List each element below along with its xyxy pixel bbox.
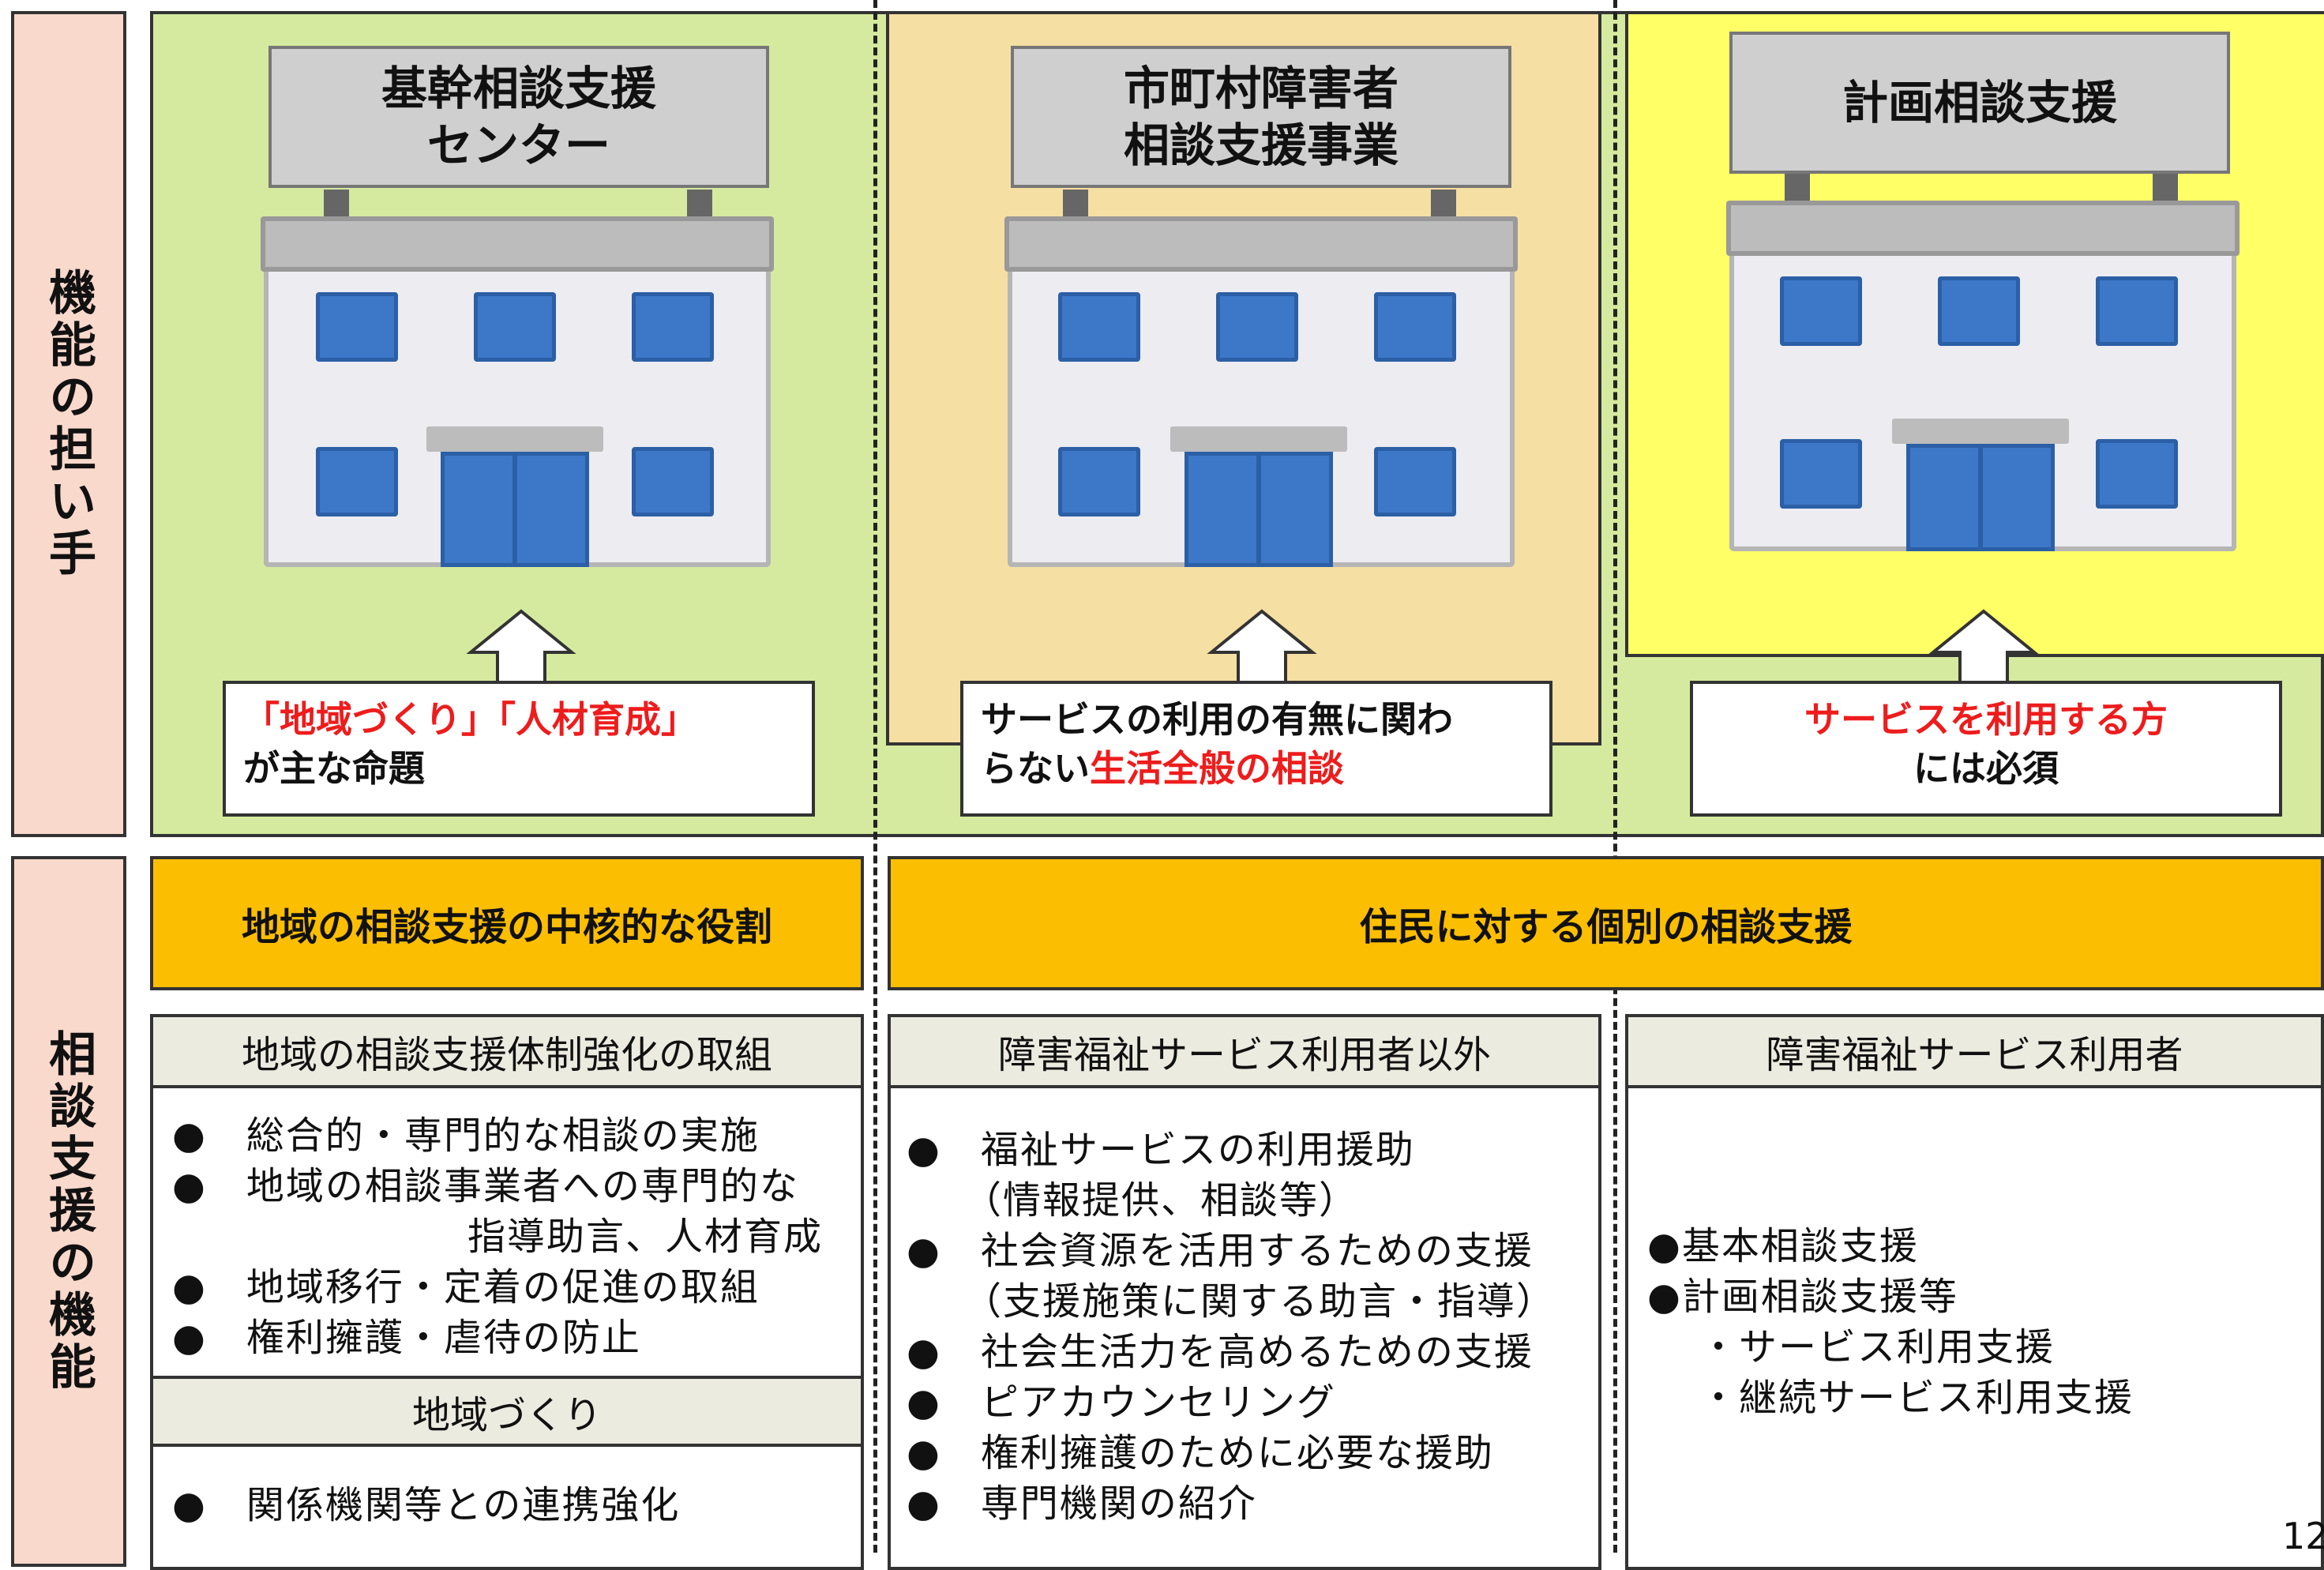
dashed-separator-right [1613, 0, 1617, 1553]
window [2096, 276, 2178, 346]
caption-shichoson-line2-red: 生活全般の相談 [1090, 747, 1344, 791]
list-item: ● 専門機関の紹介 [907, 1482, 1257, 1526]
up-arrow-icon [1207, 608, 1317, 684]
side-label-top-text: 機能の担い手 [40, 268, 96, 580]
list-item: ● 地域の相談事業者への専門的な [172, 1164, 799, 1208]
list-item: ● 福祉サービスの利用援助 [907, 1128, 1415, 1172]
door-split [512, 452, 517, 567]
list-item: ● 地域移行・定着の促進の取組 [172, 1265, 760, 1309]
left-panel-header-text: 地域の相談支援体制強化の取組 [241, 1033, 772, 1077]
list-item: ● 社会資源を活用するための支援 [907, 1229, 1534, 1273]
dashed-separator-left [873, 0, 877, 1553]
window [1780, 439, 1862, 509]
sign-keikaku-line1: 計画相談支援 [1842, 75, 2117, 130]
caption-keikaku-line2: には必須 [1913, 747, 2059, 791]
window [632, 447, 714, 516]
window [632, 292, 714, 362]
window [1058, 292, 1140, 362]
caption-shichoson-line1: サービスの利用の有無に関わ [981, 698, 1453, 741]
caption-kikan-line2: が主な命題 [243, 747, 425, 791]
banner-right: 住民に対する個別の相談支援 [888, 856, 2324, 990]
right-panel-list: ●基本相談支援 ●計画相談支援等 ・サービス利用支援 ・継続サービス利用支援 [1625, 1085, 2324, 1570]
middle-panel-list: ● 福祉サービスの利用援助 （情報提供、相談等） ● 社会資源を活用するための支… [888, 1085, 1601, 1570]
window [474, 292, 556, 362]
sign-post-left [1785, 174, 1810, 201]
banner-right-text: 住民に対する個別の相談支援 [1359, 905, 1853, 949]
caption-shichoson-line2-black: らない [981, 747, 1090, 791]
list-item: ・継続サービス利用支援 [1699, 1376, 2134, 1420]
roof [261, 216, 774, 272]
caption-shichoson: サービスの利用の有無に関わ らない生活全般の相談 [960, 681, 1552, 817]
list-item: ● ピアカウンセリング [907, 1380, 1336, 1425]
list-item: ●計画相談支援等 [1647, 1275, 1958, 1319]
window [1374, 447, 1456, 516]
left-panel-subheader-text: 地域づくり [411, 1393, 602, 1437]
window [2096, 439, 2178, 509]
sign-shichoson-line1: 市町村障害者 [1123, 61, 1399, 115]
left-panel-list: ● 総合的・専門的な相談の実施 ● 地域の相談事業者への専門的な 指導助言、人材… [150, 1085, 864, 1379]
sign-post-right [687, 190, 712, 216]
side-label-bottom: 相談支援の機能 [11, 856, 126, 1567]
caption-shichoson-line2: らない生活全般の相談 [981, 744, 1532, 793]
roof [1004, 216, 1518, 272]
up-arrow-icon [1928, 608, 2039, 684]
window [316, 292, 398, 362]
list-item: （情報提供、相談等） [963, 1178, 1359, 1223]
sign-post-right [1431, 190, 1456, 216]
window [1374, 292, 1456, 362]
banner-left: 地域の相談支援の中核的な役割 [150, 856, 864, 990]
list-item: ● 社会生活力を高めるための支援 [907, 1330, 1534, 1374]
door-split [1256, 452, 1261, 567]
sign-kikan: 基幹相談支援センター [268, 46, 769, 188]
door-awning [426, 426, 603, 452]
caption-kikan-line1: 「地域づくり」「人材育成」 [243, 698, 697, 741]
left-panel-header: 地域の相談支援体制強化の取組 [150, 1014, 864, 1088]
window [1058, 447, 1140, 516]
sign-keikaku: 計画相談支援 [1729, 32, 2230, 174]
window [316, 447, 398, 516]
page-number: 12 [2282, 1515, 2324, 1553]
list-item: ・サービス利用支援 [1699, 1325, 2056, 1369]
left-panel-sublist: ● 関係機関等との連携強化 [150, 1444, 864, 1570]
side-label-bottom-text: 相談支援の機能 [40, 1029, 96, 1394]
door-split [1978, 444, 1983, 551]
window [1938, 276, 2020, 346]
list-item: ● 権利擁護のために必要な援助 [907, 1431, 1494, 1475]
right-panel-header: 障害福祉サービス利用者 [1625, 1014, 2324, 1088]
caption-keikaku-line1: サービスを利用する方 [1804, 698, 2168, 741]
caption-keikaku: サービスを利用する方 には必須 [1690, 681, 2282, 817]
list-item: ● 総合的・専門的な相談の実施 [172, 1114, 760, 1158]
window [1780, 276, 1862, 346]
window [1216, 292, 1298, 362]
caption-kikan: 「地域づくり」「人材育成」 が主な命題 [223, 681, 815, 817]
right-panel-header-text: 障害福祉サービス利用者 [1766, 1033, 2183, 1077]
sign-shichoson-line2: 相談支援事業 [1123, 118, 1399, 172]
banner-left-text: 地域の相談支援の中核的な役割 [241, 905, 772, 949]
side-label-top: 機能の担い手 [11, 11, 126, 837]
list-item: ● 関係機関等との連携強化 [172, 1483, 681, 1527]
list-item: ●基本相談支援 [1647, 1224, 1919, 1268]
door-awning [1170, 426, 1347, 452]
list-item: （支援施策に関する助言・指導） [963, 1279, 1556, 1324]
middle-panel-header-text: 障害福祉サービス利用者以外 [997, 1033, 1491, 1077]
list-item: ● 権利擁護・虐待の防止 [172, 1316, 641, 1360]
sign-post-left [1063, 190, 1088, 216]
sign-kikan-line1: 基幹相談支援 [381, 61, 656, 115]
roof [1726, 201, 2240, 256]
middle-panel-header: 障害福祉サービス利用者以外 [888, 1014, 1601, 1088]
up-arrow-icon [466, 608, 576, 684]
sign-post-left [324, 190, 349, 216]
sign-post-right [2153, 174, 2178, 201]
sign-shichoson: 市町村障害者相談支援事業 [1011, 46, 1511, 188]
sign-kikan-line2: センター [426, 118, 610, 172]
left-panel-subheader: 地域づくり [150, 1376, 864, 1447]
list-item: 指導助言、人材育成 [467, 1215, 824, 1259]
door-awning [1892, 419, 2069, 444]
